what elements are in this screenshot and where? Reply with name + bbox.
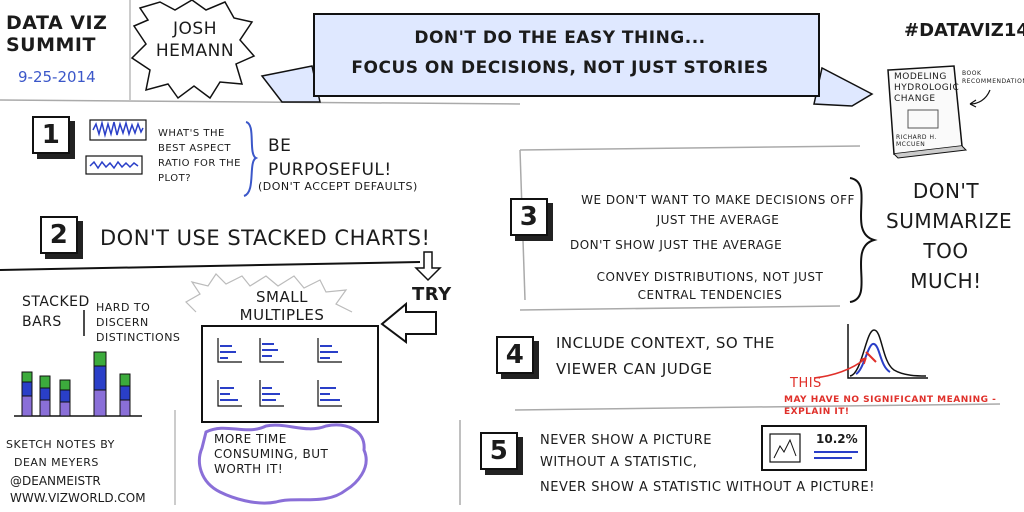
banner-line-2: FOCUS ON DECISIONS, NOT JUST STORIES (351, 58, 769, 78)
credits-line-2: DEAN MEYERS (14, 456, 99, 469)
point-2-heading: DON'T USE STACKED CHARTS! (100, 226, 431, 250)
point-5-line-2: NEVER SHOW A STATISTIC WITHOUT A PICTURE… (540, 480, 875, 495)
point-4-number: 4 (496, 336, 534, 374)
point-5-line-1: NEVER SHOW A PICTURE WITHOUT A STATISTIC… (540, 433, 712, 470)
point-3-line-3: CONVEY DISTRIBUTIONS, NOT JUST CENTRAL T… (596, 270, 824, 302)
small-multiples-burst (185, 273, 353, 313)
title-banner (260, 13, 874, 107)
stat-card-sketch (761, 425, 867, 471)
banner-line-1: DON'T DO THE EASY THING... (414, 28, 706, 48)
aspect-ratio-wide-plot-icon (89, 119, 147, 141)
callout-arrow-icon (813, 357, 867, 379)
try-arrows-icon (380, 251, 442, 344)
speaker-name: JOSH HEMANN (155, 19, 235, 61)
stacked-bars-label: STACKED BARS (22, 294, 90, 330)
point-5-number: 5 (480, 432, 518, 470)
try-label: TRY (412, 284, 452, 305)
small-multiples-grid (201, 325, 379, 423)
book-note-arrow-icon (969, 89, 991, 108)
point-1-question: WHAT'S THE BEST ASPECT RATIO FOR THE PLO… (158, 128, 241, 184)
point-3-line-2: DON'T SHOW JUST THE AVERAGE (570, 238, 783, 252)
point-2-number: 2 (40, 216, 78, 254)
point-4-line-1: INCLUDE CONTEXT, SO THE VIEWER CAN JUDGE (556, 334, 775, 378)
credits-line-4: WWW.VIZWORLD.COM (10, 491, 146, 505)
stacked-bars-sketch (14, 351, 142, 417)
point-3-line-1: WE DON'T WANT TO MAKE DECISIONS OFF JUST… (581, 193, 855, 227)
small-multiples-note: MORE TIME CONSUMING, BUT WORTH IT! (214, 432, 329, 476)
point-3-summary: DON'T SUMMARIZE TOO MUCH! (886, 179, 1013, 293)
book-author: RICHARD H. MCCUEN (896, 134, 937, 148)
stacked-bars-note: HARD TO DISCERN DISTINCTIONS (96, 301, 181, 344)
big-brace-icon (849, 177, 878, 303)
point-4-callout-note: MAY HAVE NO SIGNIFICANT MEANING - EXPLAI… (784, 395, 997, 417)
point-1-number: 1 (32, 116, 70, 154)
more-time-cloud (197, 423, 368, 505)
credits-line-1: SKETCH NOTES BY (6, 438, 115, 451)
aspect-ratio-short-plot-icon (85, 155, 143, 175)
credits-line-3: @DEANMEISTR (10, 474, 101, 488)
event-title: DATA VIZ SUMMIT (6, 12, 108, 56)
point-1-answer: BE PURPOSEFUL! (268, 136, 392, 180)
book-title: MODELING HYDROLOGIC CHANGE (894, 72, 960, 104)
event-date: 9-25-2014 (18, 68, 96, 86)
speaker-starburst (130, 0, 256, 100)
stat-value: 10.2% (816, 432, 858, 446)
hashtag: #DATAVIZ14 (904, 20, 1024, 41)
point-3-number: 3 (510, 198, 548, 236)
book-note: BOOK RECOMMENDATION (962, 70, 1024, 85)
point-4-callout: THIS (790, 376, 822, 391)
point-1-aside: (DON'T ACCEPT DEFAULTS) (258, 180, 418, 193)
stacked-label-pointer (83, 310, 85, 336)
book-icon (887, 65, 968, 159)
brace-icon (243, 121, 259, 197)
small-multiples-label: SMALL MULTIPLES (239, 288, 325, 324)
distribution-sketch (847, 324, 928, 379)
